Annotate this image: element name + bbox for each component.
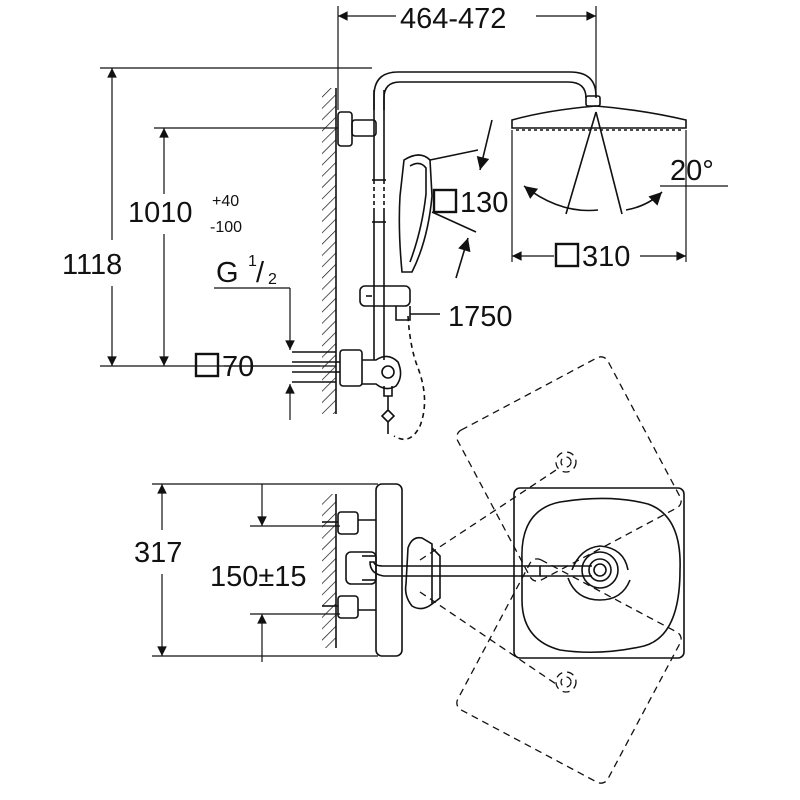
showerhead-plan bbox=[513, 487, 685, 659]
width-range-label: 464-472 bbox=[400, 3, 506, 35]
bottom-depth-label: 317 bbox=[134, 537, 182, 569]
hose-length-label: 1750 bbox=[448, 301, 513, 333]
height-base-label: 1010 bbox=[128, 197, 193, 229]
angle-label: 20° bbox=[670, 155, 714, 187]
wall-hatch-bottom bbox=[322, 494, 336, 648]
thread-numerator: 1 bbox=[248, 253, 257, 270]
dimension-lines-top bbox=[100, 6, 728, 420]
thread-g-label: G bbox=[216, 257, 239, 289]
bottom-spacing-label: 150±15 bbox=[210, 561, 307, 593]
upper-bracket bbox=[337, 111, 353, 147]
valve-bottom bbox=[337, 595, 359, 619]
rotated-positions bbox=[419, 356, 682, 784]
plan-view bbox=[322, 356, 685, 784]
thread-denominator: 2 bbox=[268, 271, 277, 288]
square-symbols bbox=[194, 188, 580, 378]
total-height-label: 1118 bbox=[62, 249, 122, 281]
height-tol-minus: -100 bbox=[210, 219, 242, 236]
mixer-outlet bbox=[380, 396, 396, 424]
square-310-label: 310 bbox=[582, 241, 630, 273]
mixer-plan bbox=[375, 483, 403, 657]
dimension-lines-bottom bbox=[152, 483, 378, 662]
shower-hose bbox=[393, 315, 426, 441]
riser-rail bbox=[372, 90, 386, 360]
square-symbol-310 bbox=[554, 242, 580, 268]
elevation-view bbox=[292, 71, 687, 441]
angle-arc bbox=[523, 185, 599, 212]
height-tol-plus: +40 bbox=[212, 193, 239, 210]
hand-shower-plan bbox=[404, 536, 433, 610]
square-symbol-130 bbox=[432, 188, 458, 214]
mixer-body bbox=[339, 349, 363, 387]
valve-top bbox=[337, 511, 359, 535]
slide-holder bbox=[359, 285, 411, 307]
square-symbol-70 bbox=[194, 352, 220, 378]
rain-showerhead bbox=[511, 105, 687, 129]
square-70-label: 70 bbox=[222, 351, 254, 383]
hand-shower bbox=[398, 154, 433, 273]
wall-hatch-top bbox=[322, 88, 336, 414]
square-130-label: 130 bbox=[460, 187, 508, 219]
thread-slash: / bbox=[256, 257, 265, 289]
overhead-arm bbox=[373, 71, 597, 110]
